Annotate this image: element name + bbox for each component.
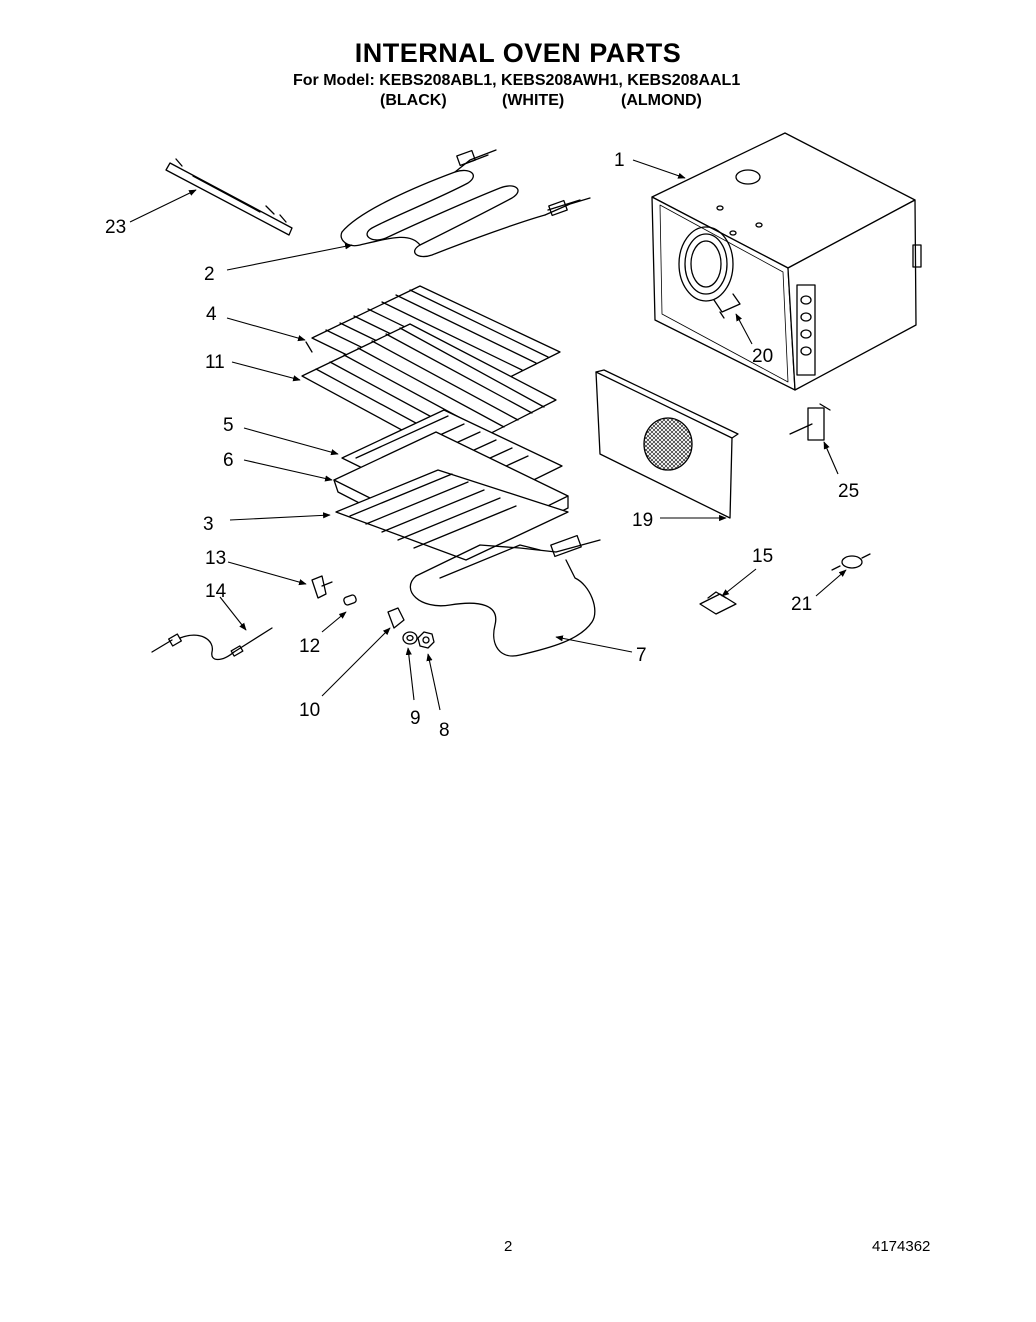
arrow-1 <box>632 159 686 179</box>
callout-2: 2 <box>204 264 215 285</box>
callout-20: 20 <box>752 346 773 367</box>
callout-4: 4 <box>206 304 217 325</box>
callout-7: 7 <box>636 645 647 666</box>
callout-13: 13 <box>205 548 226 569</box>
clip-part-15 <box>699 591 737 615</box>
nut-part <box>417 631 435 649</box>
callout-23: 23 <box>105 217 126 238</box>
fan-cover-part <box>595 369 739 519</box>
arrow-23 <box>129 189 197 223</box>
arrow-2 <box>226 243 353 271</box>
bracket-part-23 <box>165 158 293 236</box>
latch-part-13 <box>311 575 333 599</box>
model-line: For Model: KEBS208ABL1, KEBS208AWH1, KEB… <box>293 72 741 89</box>
thermal-fuse-part <box>831 553 871 571</box>
callout-5: 5 <box>223 415 234 436</box>
callout-9: 9 <box>410 708 421 729</box>
callout-10: 10 <box>299 700 320 721</box>
callout-1: 1 <box>614 150 625 171</box>
color-label-almond: (ALMOND) <box>621 92 702 109</box>
arrow-13 <box>227 561 307 586</box>
callout-11: 11 <box>205 352 225 373</box>
arrow-14 <box>219 596 247 631</box>
plug-part-12 <box>343 594 357 606</box>
arrow-6 <box>243 459 333 482</box>
oven-rack-part-11 <box>301 323 557 456</box>
callout-21: 21 <box>791 594 812 615</box>
arrow-5 <box>243 427 339 456</box>
arrow-10 <box>321 627 391 697</box>
color-label-white: (WHITE) <box>502 92 565 109</box>
bottom-tray-part <box>335 469 569 561</box>
callout-15: 15 <box>752 546 773 567</box>
arrow-3 <box>229 512 331 521</box>
arrow-11 <box>231 361 301 382</box>
arrow-12 <box>321 611 347 633</box>
callout-8: 8 <box>439 720 450 741</box>
arrow-9 <box>405 647 415 701</box>
arrow-4 <box>226 317 306 342</box>
callout-6: 6 <box>223 450 234 471</box>
page-title: INTERNAL OVEN PARTS <box>354 38 682 68</box>
arrow-25 <box>823 441 839 475</box>
washer-part <box>402 631 418 645</box>
arrow-8 <box>426 653 441 711</box>
oven-cavity-part <box>651 132 922 391</box>
bake-element-part <box>409 534 601 657</box>
temperature-probe-part <box>151 627 273 661</box>
convection-element-part <box>678 226 741 319</box>
broil-element-part <box>340 149 591 258</box>
page-number: 2 <box>504 1238 513 1255</box>
arrow-21 <box>815 569 847 597</box>
bracket-part-10 <box>387 607 405 629</box>
callout-3: 3 <box>203 514 214 535</box>
callout-14: 14 <box>205 581 227 602</box>
callout-25: 25 <box>838 481 859 502</box>
sensor-part-25 <box>789 403 831 441</box>
document-number: 4174362 <box>872 1238 931 1255</box>
callout-19: 19 <box>632 510 653 531</box>
callout-12: 12 <box>299 636 320 657</box>
arrow-15 <box>721 568 757 597</box>
color-label-black: (BLACK) <box>380 92 447 109</box>
arrow-7 <box>555 635 633 653</box>
arrow-20 <box>735 313 753 345</box>
